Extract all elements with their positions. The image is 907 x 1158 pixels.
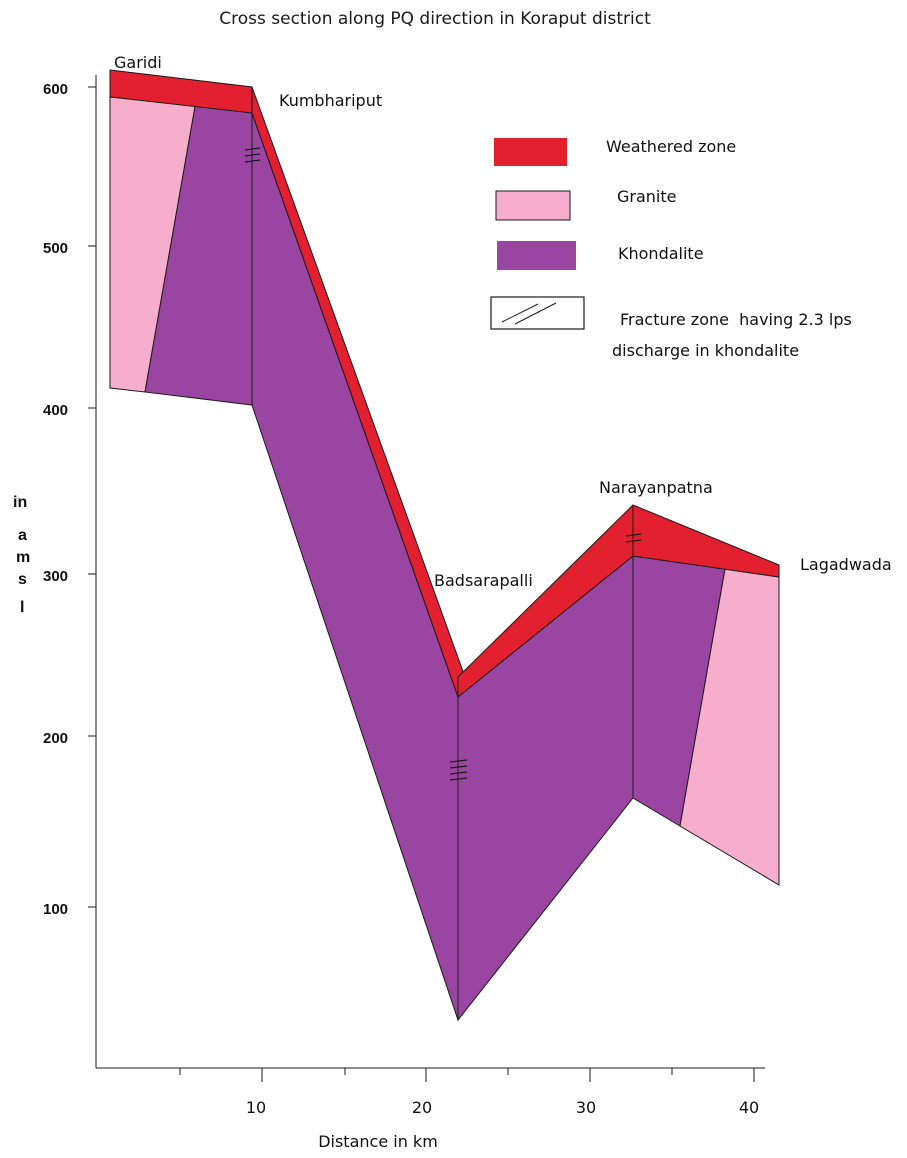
x-tick-labels: 10 20 30 40 [246,1098,759,1117]
y-axis-title: in a m s l [13,494,30,616]
fracture-symbol-line [514,302,557,325]
legend-swatch-weathered [494,138,567,166]
place-label-lagadwada: Lagadwada [800,555,892,574]
legend-swatch-khondalite [497,241,576,270]
axes [88,75,765,1082]
x-axis-title: Distance in km [318,1132,438,1151]
y-axis-title-letter: s [18,571,27,588]
legend-label-fracture-line1: Fracture zone having 2.3 lps [620,310,852,329]
geology-layers [109,69,780,1022]
y-tick-label: 300 [43,568,68,585]
legend-label-khondalite: Khondalite [618,244,704,263]
place-label-badsarapalli: Badsarapalli [434,571,533,590]
place-labels: Garidi Kumbhariput Badsarapalli Narayanp… [114,53,892,590]
legend-label-granite: Granite [617,187,676,206]
legend-swatch-granite [495,190,571,221]
y-tick-label: 500 [43,240,68,257]
y-tick-label: 100 [43,901,68,918]
y-axis-title-letter: m [16,549,30,566]
legend-label-fracture-line2: discharge in khondalite [612,341,799,360]
diagram-title: Cross section along PQ direction in Kora… [219,9,651,29]
legend: Weathered zone Granite Khondalite Fractu… [490,137,852,360]
y-axis-title-letter: a [18,527,27,544]
y-axis-title-letter: in [13,494,27,511]
x-tick-label: 30 [576,1098,596,1117]
fracture-marker-kumbhariput [244,147,261,163]
y-axis-title-letter: l [20,599,24,616]
fracture-marker-badsarapalli [449,759,468,781]
y-tick-label: 200 [43,730,68,747]
x-tick-label: 20 [412,1098,432,1117]
place-label-narayanpatna: Narayanpatna [599,478,713,497]
fracture-zone-markers [244,147,642,781]
y-tick-label: 400 [43,402,68,419]
fracture-symbol-line [501,303,539,323]
y-tick-labels: 600 500 400 300 200 100 [43,81,68,918]
place-label-garidi: Garidi [114,53,162,72]
x-tick-label: 10 [246,1098,266,1117]
legend-label-weathered: Weathered zone [606,137,736,156]
place-label-kumbhariput: Kumbhariput [279,91,382,110]
y-tick-label: 600 [43,81,68,98]
fracture-marker-narayanpatna [625,533,642,543]
x-tick-label: 40 [739,1098,759,1117]
khondalite-body-central [251,112,459,1021]
